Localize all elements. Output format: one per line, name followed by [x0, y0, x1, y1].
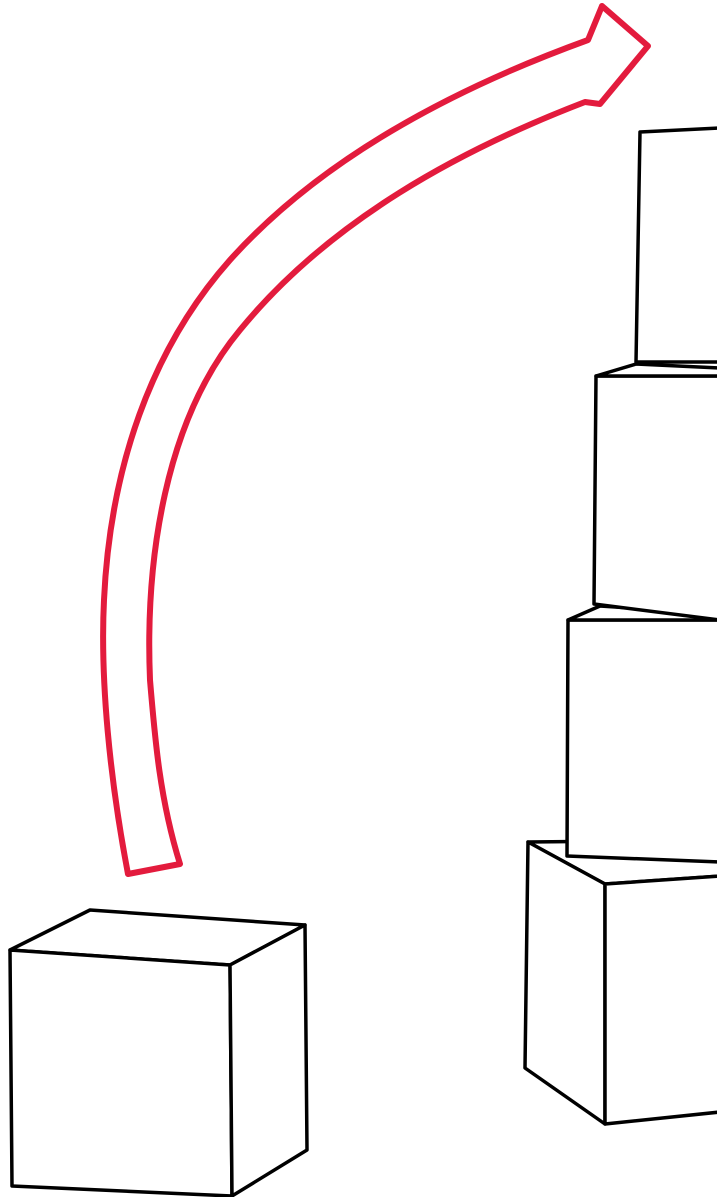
stack-box-2 [592, 362, 717, 622]
box-stack-icon [523, 126, 717, 1126]
stack-box-1 [634, 126, 717, 364]
stack-box-3 [565, 604, 717, 864]
curved-arrow-icon [100, 3, 651, 877]
single-box-icon [8, 908, 309, 1197]
stack-box-4 [523, 838, 717, 1126]
